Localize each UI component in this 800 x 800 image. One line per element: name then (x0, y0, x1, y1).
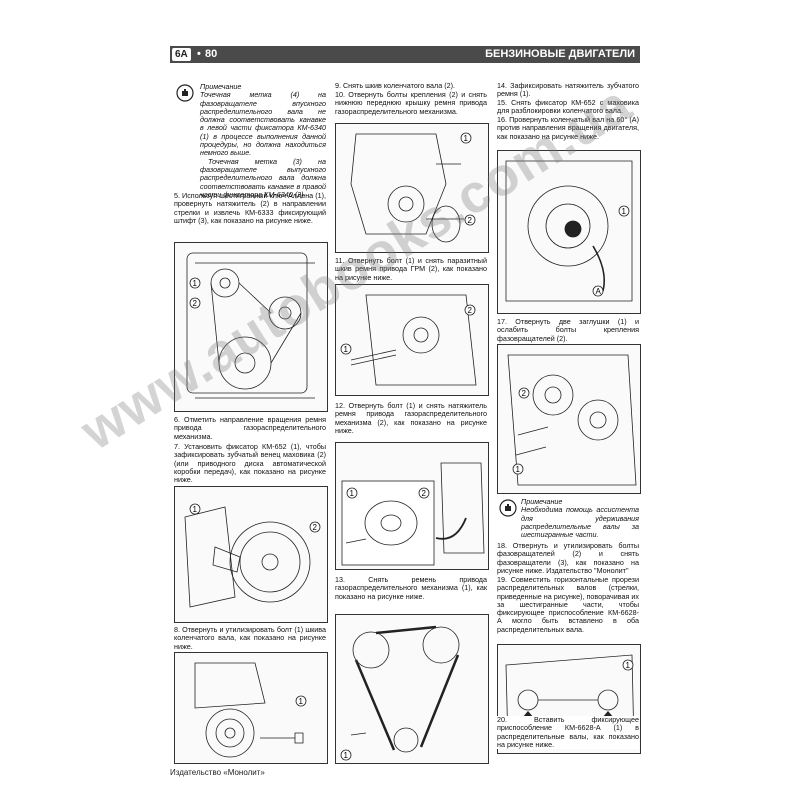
step-17-text: 17. Отвернуть две заглушки (1) и ослабит… (497, 317, 639, 343)
figure-callout: A (596, 287, 602, 296)
step-13-text: 13. Снять ремень привода газораспределит… (335, 575, 487, 601)
figure-lower-cover: 1 2 (335, 123, 489, 253)
note-title: Примечание (200, 82, 242, 91)
figure-phaser-bolts: 2 1 (497, 344, 641, 494)
figure-crank-rotate: 1 A (497, 150, 641, 314)
step-19-text: 19. Совместить горизонтальные прорези ра… (497, 575, 639, 634)
idler-drawing: 1 2 (340, 294, 477, 386)
figure-callout: 1 (622, 207, 627, 216)
figure-callout: 1 (344, 751, 349, 760)
hand-note-icon (176, 84, 194, 102)
page-header: 6A • 80 БЕНЗИНОВЫЕ ДВИГАТЕЛИ (170, 46, 640, 63)
figure-timing-belt: 1 (335, 614, 489, 764)
section-badge: 6A (172, 48, 191, 61)
step-11-text: 11. Отвернуть болт (1) и снять паразитны… (335, 256, 487, 282)
figure-callout: 2 (468, 216, 473, 225)
pulley-drawing: 1 (194, 662, 307, 758)
figure-callout: 1 (299, 697, 304, 706)
note-text: Точечная метка (3) на фазовращателе выпу… (200, 156, 326, 199)
step-8-text: 8. Отвернуть и утилизировать болт (1) шк… (174, 625, 326, 651)
note-block: Примечание Точечная метка (4) на фазовра… (200, 82, 326, 199)
flywheel-drawing: 1 2 (184, 503, 321, 608)
header-separator: • (197, 48, 201, 60)
step-14-text: 14. Зафиксировать натяжитель зубчатого р… (497, 81, 639, 99)
step-15-text: 15. Снять фиксатор КМ-652 с маховика для… (497, 98, 639, 116)
figure-belt-tensioner: 1 2 (335, 442, 489, 570)
step-6-text: 6. Отметить направление вращения ремня п… (174, 415, 326, 441)
hand-note-icon (499, 499, 517, 517)
step-20-text: 20. Вставить фиксирующее приспособление … (497, 715, 639, 750)
belt-drawing: 1 (340, 625, 460, 761)
figure-flywheel-lock: 1 2 (174, 486, 328, 623)
page-title: БЕНЗИНОВЫЕ ДВИГАТЕЛИ (485, 48, 635, 60)
page-number: 80 (205, 48, 218, 60)
figure-callout: 1 (350, 489, 355, 498)
step-18-text: 18. Отвернуть и утилизировать болты фазо… (497, 541, 639, 575)
figure-callout: 1 (516, 465, 521, 474)
figure-callout: 2 (313, 523, 318, 532)
manual-page: 6A • 80 БЕНЗИНОВЫЕ ДВИГАТЕЛИ Примечание … (170, 46, 641, 764)
figure-callout: 2 (468, 306, 473, 315)
note-text: Необходима помощь ассистента для удержив… (521, 505, 639, 540)
step-12-text: 12. Отвернуть болт (1) и снять натяжител… (335, 401, 487, 435)
figure-callout: 1 (344, 345, 349, 354)
phaser-drawing: 2 1 (507, 354, 637, 486)
note-text: Точечная метка (4) на фазовращателе впус… (200, 90, 326, 158)
footer-publisher: Издательство «Монолит» (170, 768, 265, 777)
figure-tensioner-allen-key: 1 2 (174, 242, 328, 412)
cover-drawing: 1 2 (350, 132, 476, 243)
step-7-text: 7. Установить фиксатор КМ-652 (1), чтобы… (174, 442, 326, 485)
step-10-text: 10. Отвернуть болты крепления (2) и снят… (335, 90, 487, 116)
figure-crank-pulley-bolt: 1 (174, 652, 328, 764)
figure-callout: 1 (626, 661, 631, 670)
figure-callout: 2 (522, 389, 527, 398)
figure-idler-pulley: 1 2 (335, 284, 489, 396)
note-block: Примечание Необходима помощь ассистента … (521, 497, 639, 540)
step-16-text: 16. Провернуть коленчатый вал на 60° (А)… (497, 115, 639, 141)
step-9-text: 9. Снять шкив коленчатого вала (2). (335, 81, 455, 90)
figure-callout: 1 (193, 505, 198, 514)
tensioner-drawing: 1 2 (341, 462, 485, 566)
figure-callout: 2 (422, 489, 427, 498)
figure-callout: 1 (193, 279, 198, 288)
figure-callout: 2 (193, 299, 198, 308)
step-5-text: 5. Используя шестигранный ключ Аллена (1… (174, 191, 326, 225)
crank-drawing: 1 A (505, 160, 633, 302)
figure-callout: 1 (464, 134, 469, 143)
note-title: Примечание (521, 497, 563, 506)
engine-drawing: 1 2 (186, 252, 315, 399)
